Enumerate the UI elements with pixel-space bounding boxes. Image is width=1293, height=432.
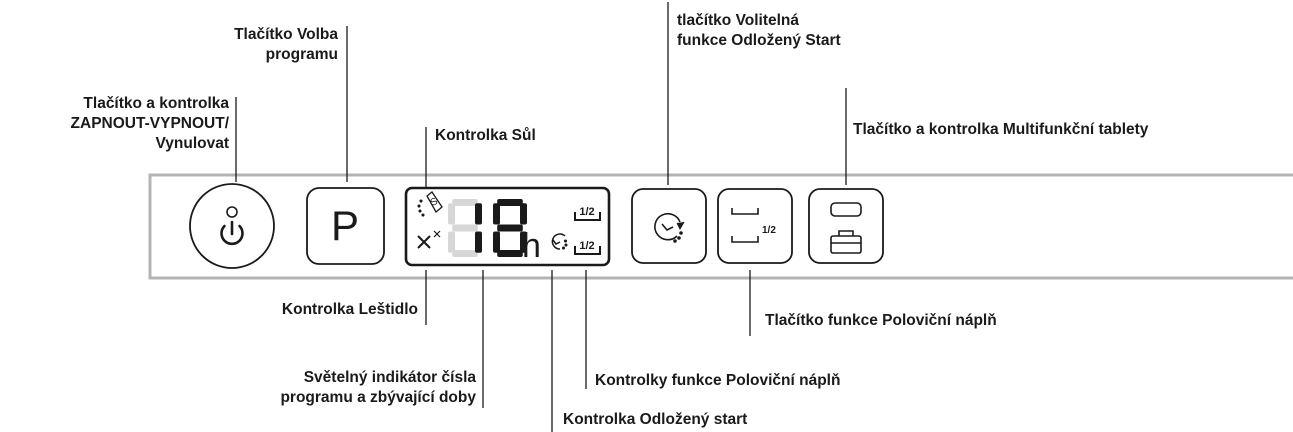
segment-c <box>475 231 482 253</box>
half-load-button[interactable]: 1/2 <box>717 188 793 264</box>
segment-a <box>497 199 523 206</box>
segment-d <box>452 250 478 257</box>
label-delay-light: Kontrolka Odložený start <box>563 411 748 428</box>
label-half-load-lights: Kontrolky funkce Poloviční náplň <box>595 372 841 389</box>
segment-a <box>452 199 478 206</box>
delay-clock-icon <box>654 212 685 243</box>
segment-e <box>493 231 500 253</box>
leader-lines <box>235 2 847 432</box>
rinse-aid-icon <box>417 230 441 249</box>
label-power: Tlačítko a kontrolka ZAPNOUT-VYPNOUT/ Vy… <box>70 95 229 152</box>
segment-e <box>448 231 455 253</box>
label-multitab: Tlačítko a kontrolka Multifunkční tablet… <box>853 121 1149 138</box>
display-unit: h <box>522 227 541 265</box>
seven-segment-display <box>448 199 527 257</box>
power-icon <box>220 206 244 246</box>
display-window: S h 1/2 1/2 <box>404 186 611 267</box>
label-half-load-button: Tlačítko funkce Poloviční náplň <box>765 312 997 329</box>
label-delay-button: tlačítko Volitelná funkce Odložený Start <box>677 12 841 49</box>
delay-light-icon <box>551 233 568 250</box>
label-rinse-aid: Kontrolka Leštidlo <box>281 301 418 318</box>
svg-text:S: S <box>429 196 441 209</box>
segment-g <box>452 224 478 232</box>
salt-icon: S <box>417 191 443 217</box>
half-top-fraction: 1/2 <box>579 206 594 218</box>
segment-f <box>448 203 455 225</box>
segment-d <box>497 250 523 257</box>
panel-outline <box>148 173 1293 280</box>
segment-g <box>497 224 523 232</box>
segment-b <box>475 203 482 225</box>
half-button-fraction: 1/2 <box>762 225 776 236</box>
half-bottom-fraction: 1/2 <box>579 240 594 252</box>
delay-start-button[interactable] <box>631 188 707 264</box>
multitab-icon <box>830 202 862 254</box>
label-program-select: Tlačítko Volba programu <box>234 26 338 63</box>
segment-b <box>520 203 527 225</box>
label-display: Světelný indikátor čísla programu a zbýv… <box>280 369 476 406</box>
label-salt: Kontrolka Sůl <box>435 127 536 144</box>
half-load-icon <box>731 208 759 243</box>
segment-c <box>520 231 527 253</box>
multitab-button[interactable] <box>808 188 884 264</box>
program-letter: P <box>331 202 359 249</box>
segment-f <box>493 203 500 225</box>
program-select-button[interactable]: P <box>306 187 385 265</box>
power-button[interactable] <box>189 183 275 269</box>
half-load-lights: 1/2 1/2 <box>574 206 601 255</box>
